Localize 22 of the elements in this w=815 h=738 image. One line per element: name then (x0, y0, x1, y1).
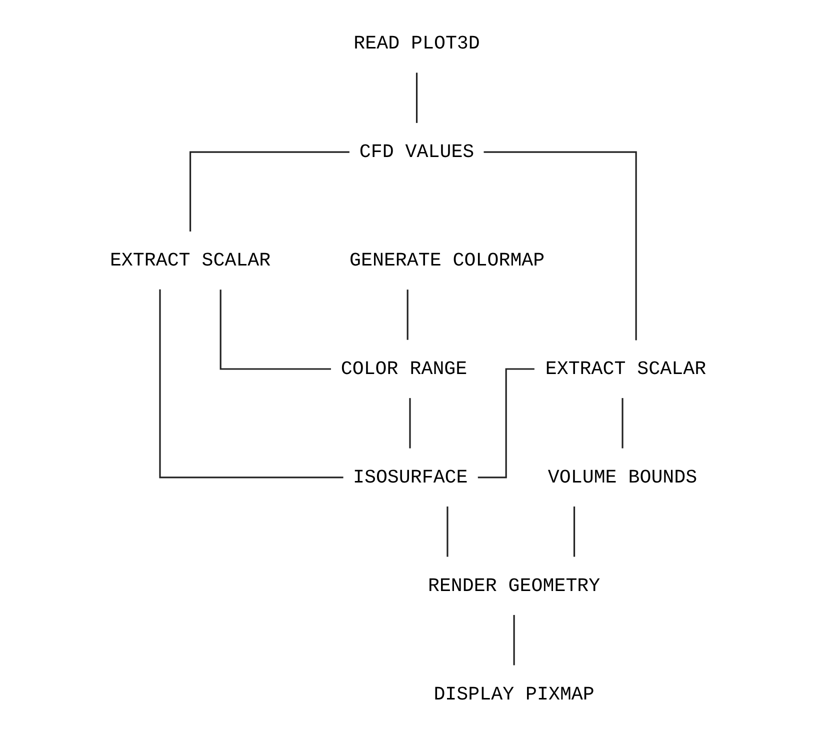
node-text: EXTRACT SCALAR (109, 249, 270, 272)
connector (512, 614, 514, 666)
node-text: GENERATE COLORMAP (349, 249, 544, 272)
node-text: COLOR RANGE (340, 358, 467, 380)
node-text: DISPLAY PIXMAP (433, 683, 594, 706)
connector (572, 506, 575, 557)
connector (189, 151, 349, 232)
connector (406, 290, 408, 340)
node-text: CFD VALUES (358, 141, 474, 164)
node-text: VOLUME BOUNDS (547, 466, 697, 488)
node-text: READ PLOT3D (353, 32, 480, 55)
node-text: ISOSURFACE (352, 466, 468, 488)
connector (483, 151, 636, 340)
connector (446, 506, 448, 557)
connector (621, 398, 623, 448)
connector (158, 289, 343, 478)
node-text: RENDER GEOMETRY (427, 574, 600, 597)
connector (408, 398, 410, 448)
node-text: EXTRACT SCALAR (544, 358, 706, 380)
connector (415, 72, 418, 123)
connector (219, 290, 330, 370)
connector (477, 368, 534, 478)
